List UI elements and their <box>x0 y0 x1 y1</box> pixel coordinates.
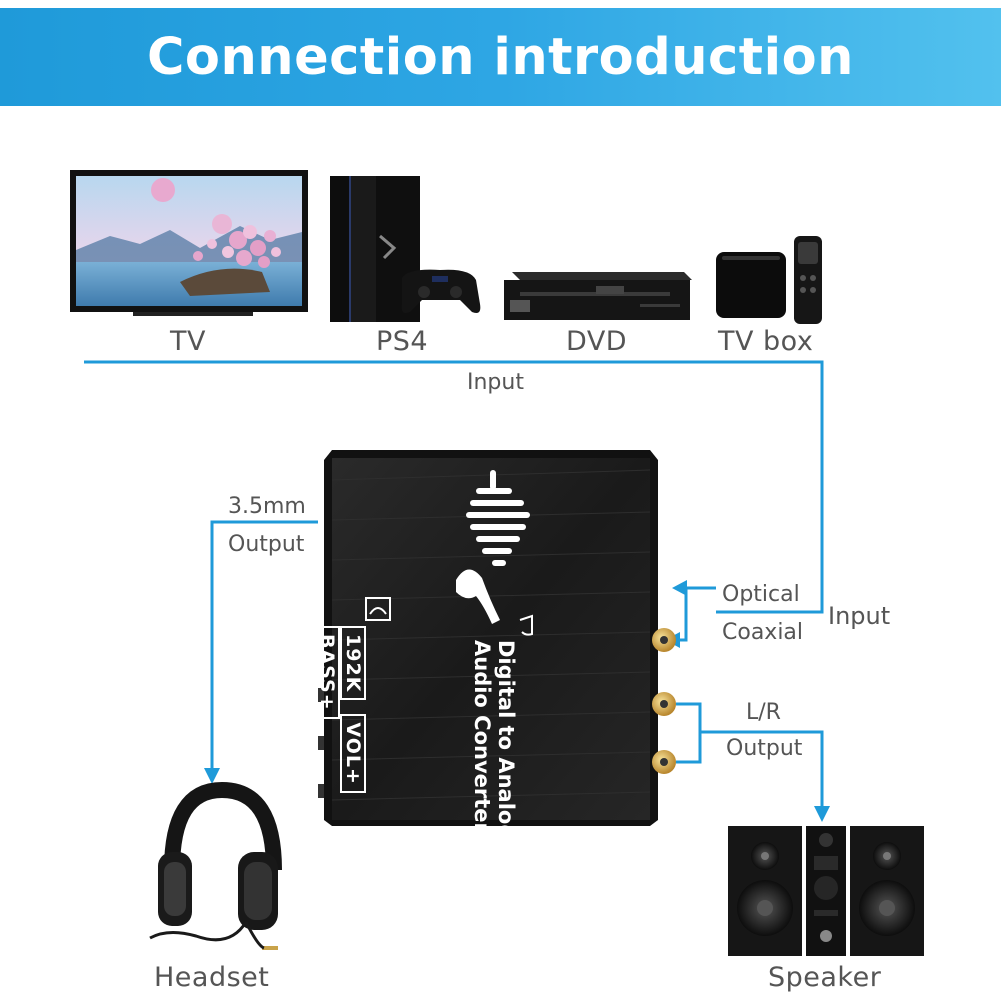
badge-vol: VOL+ <box>340 714 366 793</box>
badge-bass: BASS+ <box>314 626 340 719</box>
lr-output-label: Output <box>726 736 803 761</box>
headset-out-arrow <box>204 768 220 784</box>
output-35mm-label-2: Output <box>228 532 305 557</box>
output-label-speaker: Speaker <box>768 962 882 993</box>
lr-label: L/R <box>746 700 781 725</box>
page-title: Connection introduction <box>147 27 854 87</box>
waveform-logo <box>456 470 533 636</box>
tv-box-icon <box>716 236 822 324</box>
digital-in-bracket <box>676 586 716 642</box>
dvd-player-icon <box>504 272 692 320</box>
output-label-headset: Headset <box>154 962 270 993</box>
analog-out-line <box>676 702 824 812</box>
device-name-line2: Audio Converter <box>470 640 494 833</box>
digital-input-label: Input <box>828 602 891 630</box>
source-label-tv: TV <box>170 326 206 357</box>
device-name-line1: Digital to Analog <box>494 640 518 840</box>
headset-out-line <box>210 520 318 772</box>
headphone-badge-icon <box>365 597 391 621</box>
header-banner: Connection introduction <box>0 8 1001 106</box>
tv-icon <box>70 170 308 316</box>
analog-out-arrow <box>814 806 830 822</box>
source-label-tv-box: TV box <box>718 326 814 357</box>
output-35mm-label: 3.5mm <box>228 494 306 519</box>
coaxial-label: Coaxial <box>722 620 804 645</box>
digital-in-arrow <box>672 580 687 596</box>
source-label-dvd: DVD <box>566 326 628 357</box>
converter-device <box>318 450 676 826</box>
ps4-icon <box>330 176 481 322</box>
source-label-ps4: PS4 <box>376 326 429 357</box>
source-input-label: Input <box>467 370 524 395</box>
optical-label: Optical <box>722 582 800 607</box>
input-line <box>84 360 824 614</box>
badge-192k: 192K <box>340 626 366 701</box>
